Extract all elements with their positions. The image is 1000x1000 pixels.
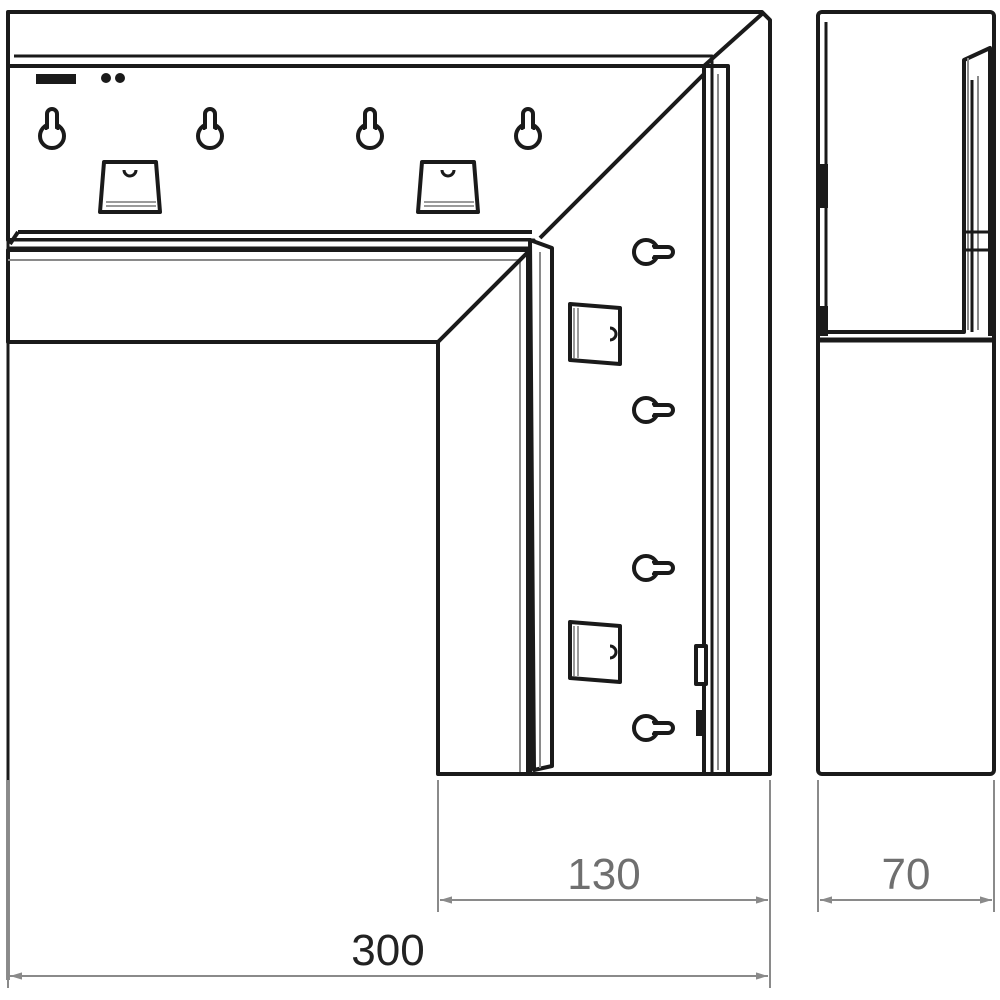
front-view (6, 10, 772, 980)
mitre-outer (702, 12, 764, 68)
dimension-lines (7, 780, 995, 988)
dim-70-label: 70 (882, 850, 931, 899)
top-lid-inner (14, 54, 714, 774)
dim-130-label: 130 (567, 850, 640, 899)
side-view (816, 10, 996, 776)
side-body (816, 10, 996, 776)
front-face (8, 340, 440, 774)
dim-300-label: 300 (351, 926, 424, 975)
inner-lid (6, 238, 536, 250)
